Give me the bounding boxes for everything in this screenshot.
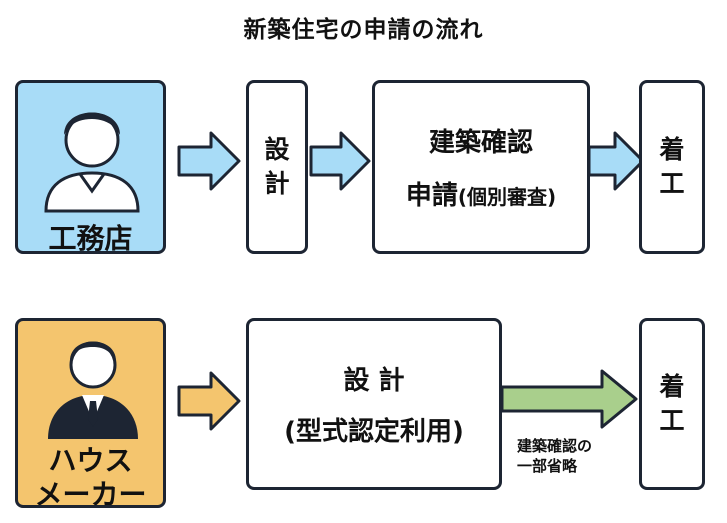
design-box-1-line1: 設 (264, 135, 290, 164)
arrow-review-to-start (587, 131, 645, 191)
actor-housemaker-card: ハウス メーカー (15, 318, 166, 508)
building-confirmation-label: 建築確認 (428, 128, 533, 158)
arrow-actor-to-design-2 (177, 371, 241, 431)
design-box-1-line2: 計 (264, 169, 290, 198)
design-type-approval-line1: 設 計 (343, 366, 405, 396)
construction-start-1-line2: 工 (659, 169, 685, 198)
application-label: 申請 (405, 181, 458, 211)
person-casual-icon (44, 112, 140, 213)
diagram-title: 新築住宅の申請の流れ (243, 17, 484, 43)
design-type-approval-box: 設 計 (型式認定利用) (246, 318, 502, 490)
building-confirmation-box: 建築確認 申請(個別審査) (372, 80, 590, 254)
construction-start-box-2: 着 工 (639, 318, 705, 490)
application-line: 申請(個別審査) (406, 175, 556, 212)
actor-builder-label: 工務店 (48, 222, 133, 254)
arrow-design-to-review (309, 131, 371, 191)
arrow-actor-to-design-1 (177, 131, 241, 191)
note-line1: 建築確認の (517, 437, 593, 455)
partial-omission-note: 建築確認の 一部省略 (517, 436, 592, 476)
actor-builder-card: 工務店 (15, 80, 166, 254)
construction-start-2-line1: 着 (659, 372, 685, 401)
arrow-design-to-start-skip (500, 369, 638, 429)
person-suit-icon (48, 341, 138, 439)
design-type-approval-line2: (型式認定利用) (284, 417, 464, 447)
actor-housemaker-label-line2: メーカー (34, 478, 147, 508)
note-line2: 一部省略 (517, 457, 578, 475)
actor-housemaker-label-line1: ハウス (48, 444, 133, 477)
construction-start-2-line2: 工 (659, 406, 685, 435)
individual-review-label: (個別審査) (457, 185, 557, 209)
construction-start-1-line1: 着 (659, 135, 685, 164)
design-box-1: 設 計 (246, 80, 308, 254)
construction-start-box-1: 着 工 (639, 80, 705, 254)
